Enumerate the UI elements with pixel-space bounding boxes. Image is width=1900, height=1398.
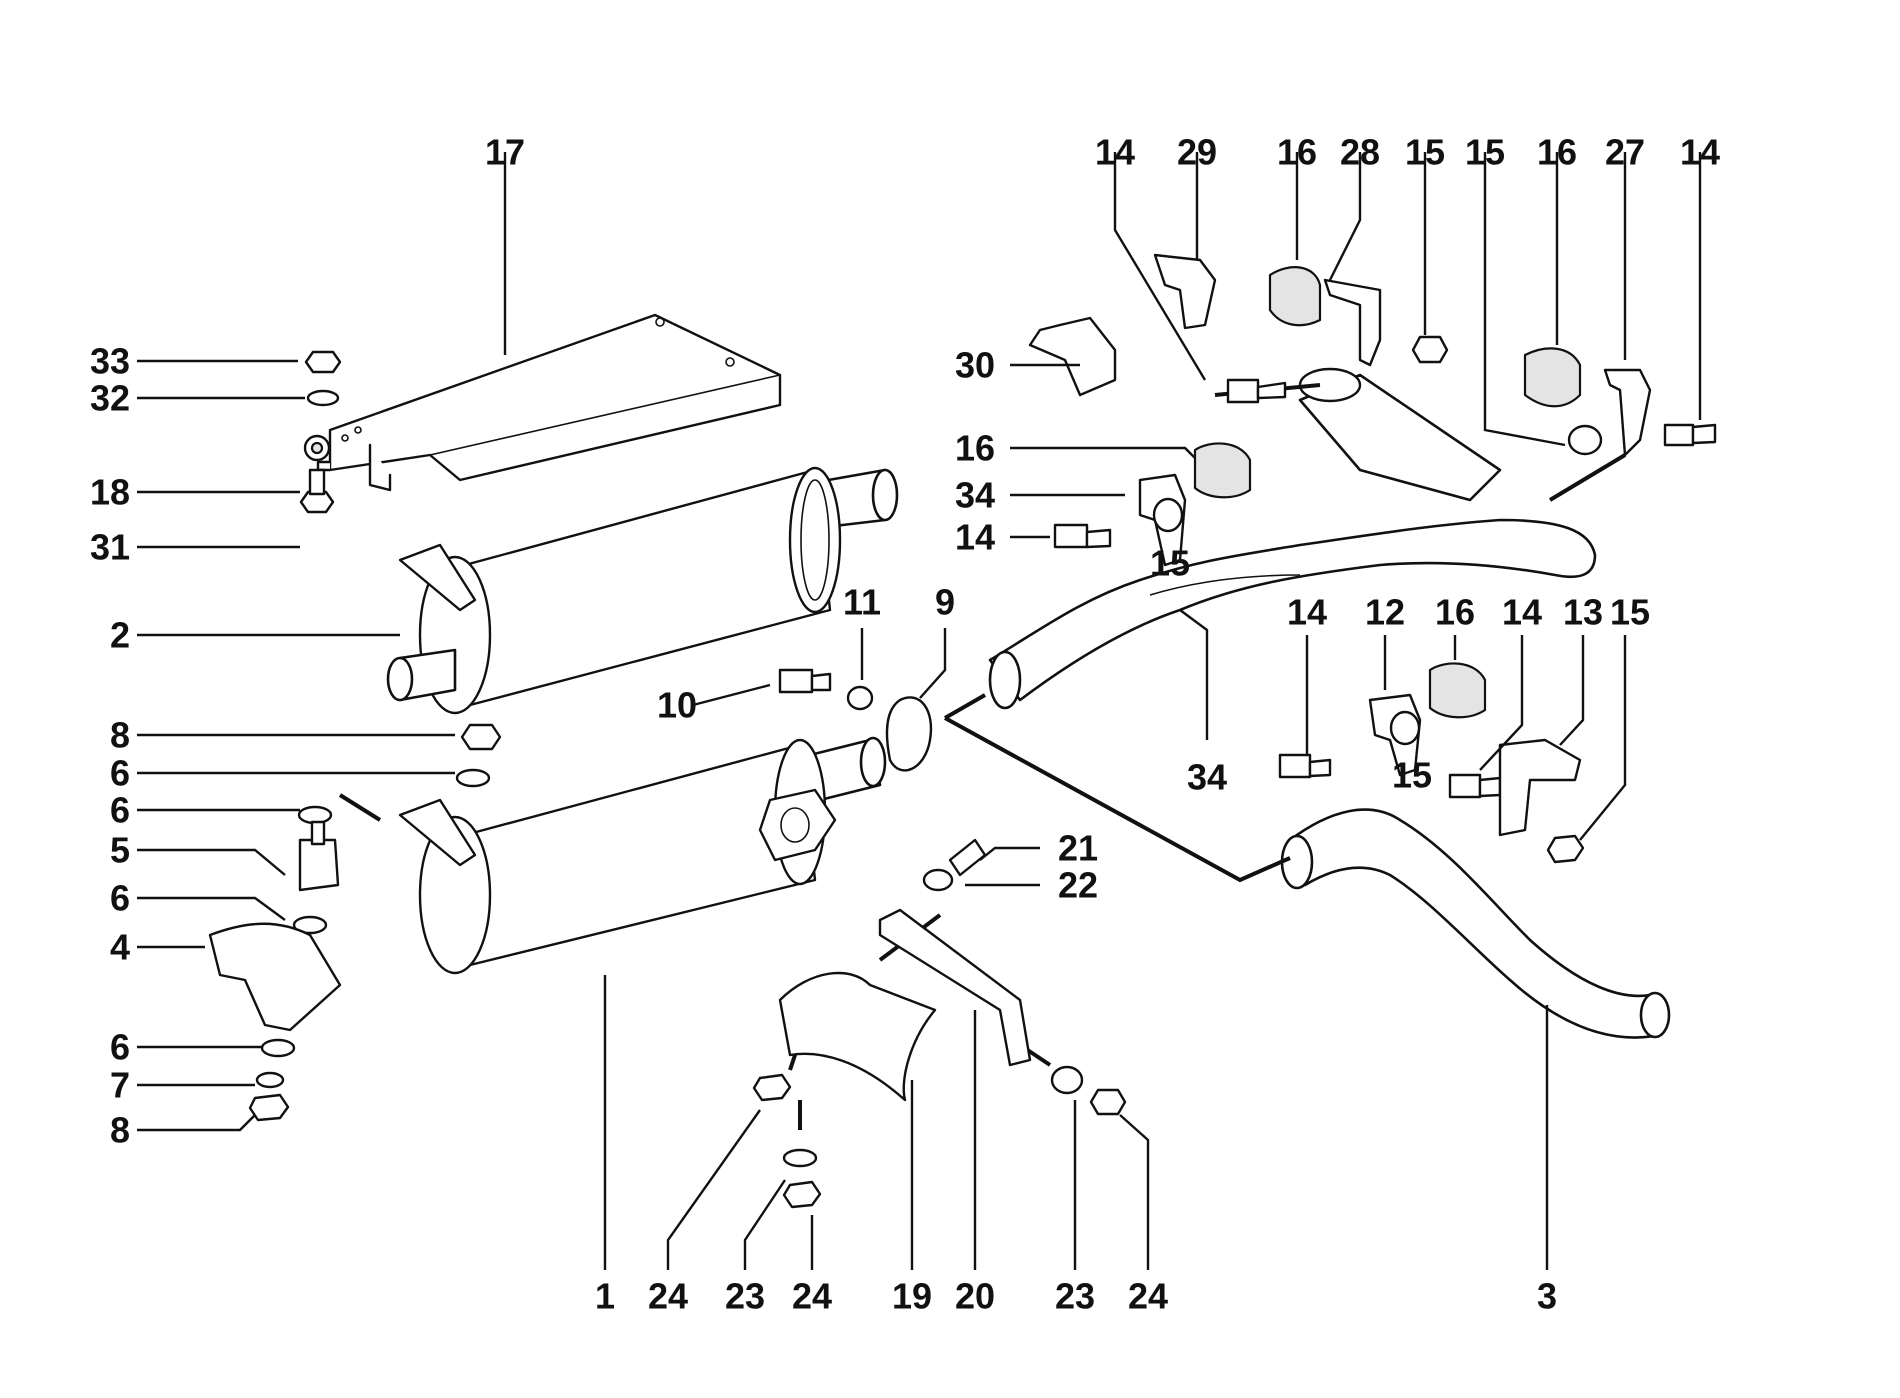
callout-12: 12 — [1365, 592, 1405, 633]
callout-32: 32 — [90, 378, 130, 419]
callout-31: 31 — [90, 527, 130, 568]
callout-21: 21 — [1058, 828, 1098, 869]
callout-10: 10 — [657, 685, 697, 726]
flange-clamp-parts — [778, 668, 987, 892]
callout-15-lower-right: 15 — [1392, 755, 1432, 796]
muffler-upper — [386, 466, 899, 715]
muffler-lower — [398, 736, 887, 975]
callout-16-right: 16 — [1435, 592, 1475, 633]
callout-4: 4 — [110, 927, 130, 968]
callout-34-a: 34 — [955, 475, 995, 516]
callout-16-top-1: 16 — [1277, 132, 1317, 173]
callout-6-d: 6 — [110, 1027, 130, 1068]
callout-9: 9 — [935, 582, 955, 623]
callout-15-top-2: 15 — [1465, 132, 1505, 173]
callout-14-right-2: 14 — [1502, 592, 1542, 633]
callout-28: 28 — [1340, 132, 1380, 173]
callout-24-a: 24 — [648, 1276, 688, 1317]
mid-hangers — [1053, 442, 1585, 864]
callout-33: 33 — [90, 341, 130, 382]
callout-7: 7 — [110, 1065, 130, 1106]
callout-23-b: 23 — [1055, 1276, 1095, 1317]
callout-16-top-2: 16 — [1537, 132, 1577, 173]
mount-stack-left — [299, 350, 342, 514]
callout-11: 11 — [843, 582, 881, 623]
callout-labels: 17 33 32 18 31 2 8 6 6 5 6 4 6 7 8 1 24 … — [90, 132, 1720, 1317]
callout-8-lower: 8 — [110, 1110, 130, 1151]
center-exhaust-pipe — [988, 367, 1597, 710]
callout-20: 20 — [955, 1276, 995, 1317]
callout-2: 2 — [110, 615, 130, 656]
callout-34-b: 34 — [1187, 757, 1227, 798]
callout-27: 27 — [1605, 132, 1645, 173]
tail-pipe — [1280, 808, 1671, 1039]
callout-23-a: 23 — [725, 1276, 765, 1317]
callout-14-top-1: 14 — [1095, 132, 1135, 173]
callout-14-right-1: 14 — [1287, 592, 1327, 633]
callout-29: 29 — [1177, 132, 1217, 173]
callout-1: 1 — [595, 1276, 615, 1317]
callout-22: 22 — [1058, 865, 1098, 906]
callout-18: 18 — [90, 472, 130, 513]
callout-14-mid: 14 — [955, 517, 995, 558]
top-hangers — [1028, 253, 1717, 457]
callout-16-mid: 16 — [955, 428, 995, 469]
callout-leaders — [137, 152, 1702, 1270]
callout-24-b: 24 — [792, 1276, 832, 1317]
callout-6-a: 6 — [110, 753, 130, 794]
callout-5: 5 — [110, 830, 130, 871]
callout-13: 13 — [1563, 592, 1603, 633]
callout-3: 3 — [1537, 1276, 1557, 1317]
callout-14-top-2: 14 — [1680, 132, 1720, 173]
callout-30: 30 — [955, 345, 995, 386]
callout-8-upper: 8 — [110, 715, 130, 756]
callout-19: 19 — [892, 1276, 932, 1317]
callout-6-b: 6 — [110, 790, 130, 831]
callout-24-c: 24 — [1128, 1276, 1168, 1317]
callout-15-mid: 15 — [1150, 543, 1190, 584]
callout-15-top-1: 15 — [1405, 132, 1445, 173]
callout-6-c: 6 — [110, 878, 130, 919]
callout-15-right: 15 — [1610, 592, 1650, 633]
rubber-mount-stack — [208, 723, 502, 1122]
heat-shield — [316, 313, 782, 492]
callout-17: 17 — [485, 132, 525, 173]
lower-bracket-assembly — [752, 908, 1127, 1209]
